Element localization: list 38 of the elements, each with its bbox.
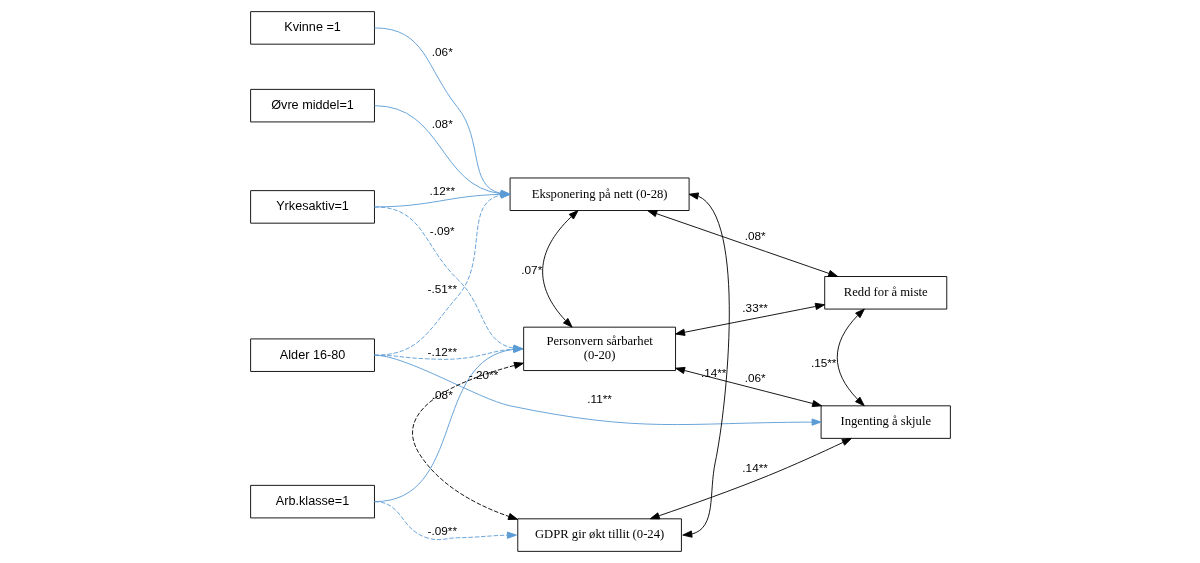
edge-label: .12** (429, 183, 455, 197)
edge-label: -.12** (427, 344, 457, 358)
node-box: Arb.klasse=1 (249, 484, 375, 519)
node-box: Øvre middel=1 (249, 88, 375, 123)
edge-label: .08* (431, 116, 453, 130)
arrow (674, 302, 825, 336)
edge-label: .11** (586, 391, 612, 405)
edge-label: .33** (741, 301, 768, 315)
edge-label: .15** (810, 356, 836, 370)
node-box: Redd for å miste (823, 276, 947, 310)
arrow (681, 192, 730, 538)
edge-label: .07* (520, 263, 542, 277)
edge-label: -.09** (427, 523, 457, 537)
arrow (836, 308, 865, 407)
node-box: Eksponering på nett (0-28) (509, 177, 690, 211)
node-box: Kvinne =1 (249, 11, 375, 45)
node-box: Alder 16-80 (249, 338, 375, 372)
edge-label: -.51** (427, 282, 457, 296)
arrow (373, 354, 822, 426)
node-box: Ingenting å skjule (820, 405, 951, 439)
edge-label: -.09* (429, 224, 455, 238)
node-box: Personvern sårbarhet (0-20) (522, 326, 676, 371)
edge-label: .06* (431, 45, 453, 59)
edge-label: -.20** (468, 368, 498, 382)
edge-label: .14** (741, 461, 768, 475)
edge-label: .08* (744, 228, 766, 242)
edge-label: .06* (744, 370, 766, 384)
edge-label: .08* (431, 387, 453, 401)
arrow (649, 437, 852, 520)
arrow (674, 366, 822, 408)
arrow (646, 210, 838, 277)
node-box: GDPR gir økt tillit (0-24) (516, 518, 682, 552)
arrow (373, 206, 523, 352)
arrow (373, 501, 517, 541)
edge-label: .14** (700, 365, 726, 379)
node-box: Yrkesaktiv=1 (249, 190, 375, 224)
arrow (411, 361, 524, 520)
arrow (541, 210, 578, 328)
